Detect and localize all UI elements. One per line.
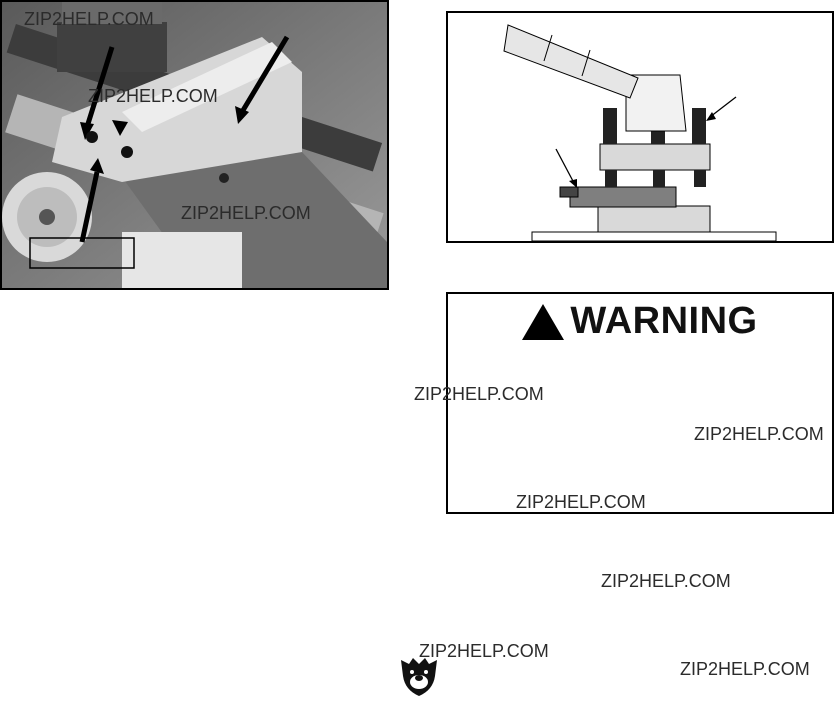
warning-heading: WARNING xyxy=(448,300,832,343)
watermark: ZIP2HELP.COM xyxy=(419,641,549,661)
watermark: ZIP2HELP.COM xyxy=(516,492,646,512)
lathe-photo xyxy=(0,0,389,290)
watermark: ZIP2HELP.COM xyxy=(694,424,824,444)
watermark: ZIP2HELP.COM xyxy=(680,659,810,679)
warning-triangle-icon xyxy=(522,303,565,340)
tool-post-diagram xyxy=(446,11,834,243)
watermark: ZIP2HELP.COM xyxy=(88,86,218,106)
watermark: ZIP2HELP.COM xyxy=(181,203,311,223)
grizzly-bear-icon xyxy=(397,654,441,698)
lathe-photo-illustration xyxy=(2,2,387,288)
watermark: ZIP2HELP.COM xyxy=(24,9,154,29)
warning-box: WARNING xyxy=(446,292,834,514)
watermark: ZIP2HELP.COM xyxy=(414,384,544,404)
tool-post-drawing xyxy=(503,24,777,242)
watermark: ZIP2HELP.COM xyxy=(601,571,731,591)
warning-title-text: WARNING xyxy=(570,300,758,342)
